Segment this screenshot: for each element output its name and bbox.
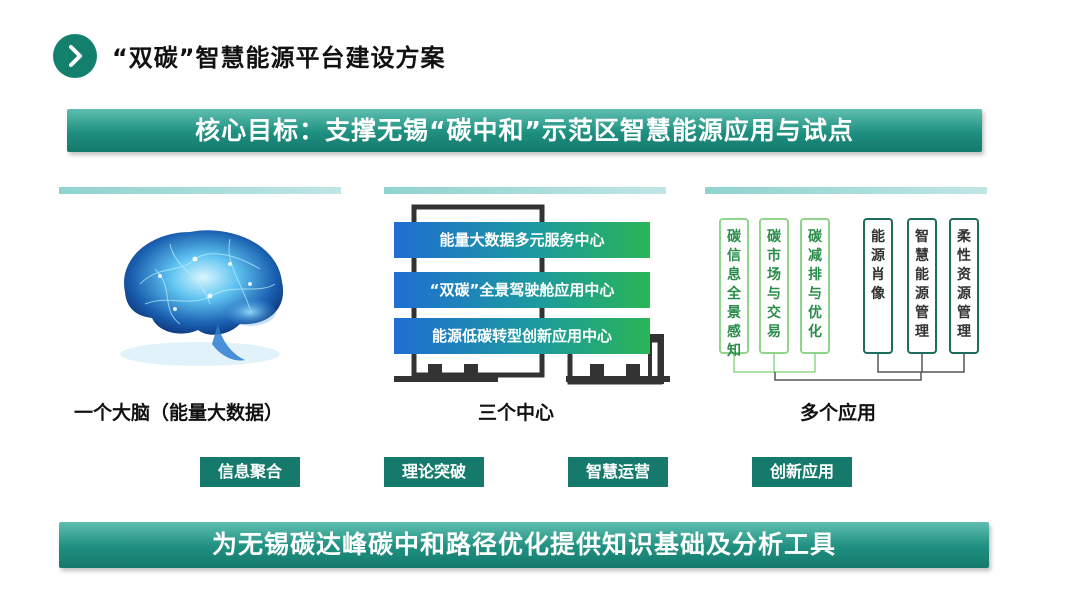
app-flexible-resource-management: 柔性资源管理 [949, 218, 979, 354]
column-divider-centers [384, 187, 666, 194]
tag-innovative-application: 创新应用 [752, 457, 852, 487]
center-bigdata-service: 能量大数据多元服务中心 [394, 222, 650, 258]
brain-label: 一个大脑（能量大数据） [74, 398, 283, 425]
center-lowcarbon-innovation: 能源低碳转型创新应用中心 [394, 318, 650, 354]
chevron-right-icon [53, 34, 97, 78]
column-divider-brain [59, 187, 341, 194]
brain-icon [100, 214, 300, 374]
app-energy-portrait: 能源肖像 [863, 218, 893, 354]
column-divider-apps [705, 187, 987, 194]
app-smart-energy-management: 智慧能源管理 [907, 218, 937, 354]
centers-label: 三个中心 [478, 398, 554, 425]
apps-label: 多个应用 [800, 398, 876, 425]
app-carbon-market-trading: 碳市场与交易 [759, 218, 789, 354]
bottom-summary-banner: 为无锡碳达峰碳中和路径优化提供知识基础及分析工具 [59, 522, 989, 568]
core-goal-banner: 核心目标：支撑无锡“碳中和”示范区智慧能源应用与试点 [67, 109, 982, 152]
app-carbon-info-perception: 碳信息全景感知 [719, 218, 749, 354]
tag-smart-operation: 智慧运营 [568, 457, 668, 487]
app-carbon-reduction-optimization: 碳减排与优化 [800, 218, 830, 354]
page-title: “双碳”智慧能源平台建设方案 [112, 38, 446, 73]
tag-theory-breakthrough: 理论突破 [384, 457, 484, 487]
tag-info-aggregation: 信息聚合 [200, 457, 300, 487]
center-cockpit-app: “双碳”全景驾驶舱应用中心 [394, 272, 650, 308]
apps-connector-lines [700, 350, 1000, 390]
